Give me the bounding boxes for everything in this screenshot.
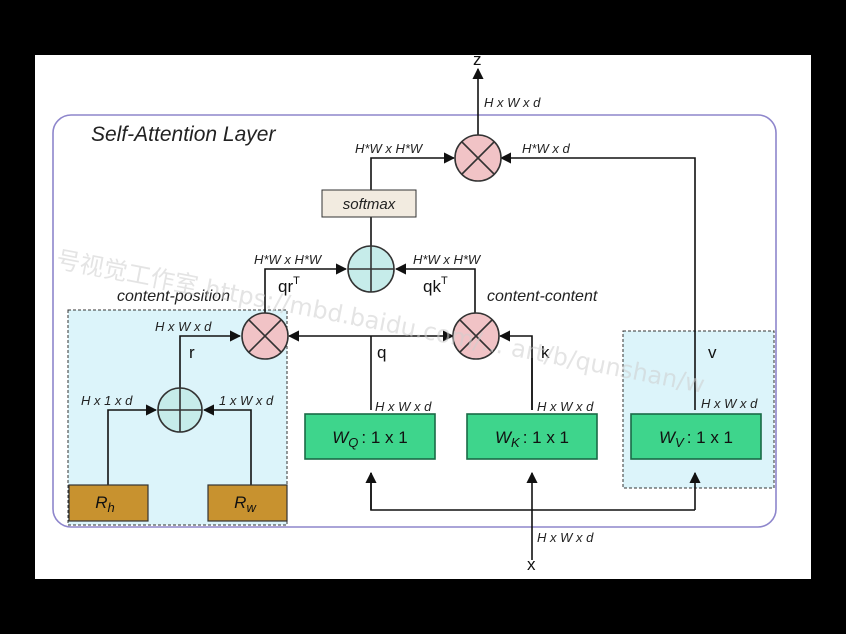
logits-add-op	[347, 245, 395, 293]
qk-transpose-label: qkT	[423, 275, 448, 296]
wq-label: WQ: 1 x 1	[332, 428, 407, 450]
content-content-label: content-content	[487, 288, 598, 305]
qk-dim-label: H*W x H*W	[413, 252, 482, 267]
rw-line	[202, 404, 252, 485]
k-label: k	[541, 343, 550, 362]
v-label: v	[708, 343, 717, 362]
wv-box	[630, 413, 762, 460]
z-dim-label: H x W x d	[484, 95, 541, 110]
qr-line	[264, 263, 348, 313]
x-dim-label: H x W x d	[537, 530, 594, 545]
rh-line	[107, 404, 158, 485]
layer-title: Self-Attention Layer	[91, 123, 276, 146]
figure-panel: Self-Attention Layer	[35, 55, 811, 579]
self-attention-diagram: Self-Attention Layer	[52, 55, 777, 574]
rh-box	[68, 484, 149, 522]
content-position-label: content-position	[117, 288, 230, 305]
z-label: z	[473, 55, 482, 69]
r-add-op	[157, 387, 203, 433]
softmax-box	[321, 189, 417, 218]
q-label: q	[377, 343, 386, 362]
wv-dim-label: H x W x d	[701, 396, 758, 411]
wk-dim-label: H x W x d	[537, 399, 594, 414]
qk-line	[394, 263, 476, 313]
x-label: x	[527, 555, 536, 574]
rw-dim-label: 1 x W x d	[219, 393, 274, 408]
softmax-dim-label: H*W x H*W	[355, 141, 424, 156]
v-line	[499, 152, 696, 410]
rh-dim-label: H x 1 x d	[81, 393, 133, 408]
qr-dim-label: H*W x H*W	[254, 252, 323, 267]
r-dim-label: H x W x d	[155, 319, 212, 334]
k-arrow-line	[498, 330, 533, 410]
qr-transpose-label: qrT	[278, 275, 300, 296]
output-multiply-op	[454, 134, 502, 182]
rw-box	[207, 484, 288, 522]
wk-box	[466, 413, 598, 460]
qk-multiply-op	[452, 312, 500, 360]
rw-label: Rw	[234, 493, 257, 515]
qr-multiply-op	[241, 312, 289, 360]
r-line	[179, 330, 242, 388]
rh-label: Rh	[95, 493, 115, 515]
r-label: r	[189, 343, 195, 362]
wk-label: WK: 1 x 1	[495, 428, 569, 450]
v-in-dim-label: H*W x d	[522, 141, 570, 156]
softmax-line	[370, 152, 456, 190]
softmax-label: softmax	[343, 196, 396, 213]
wv-label: WV: 1 x 1	[659, 428, 733, 450]
value-region	[622, 330, 775, 489]
wq-box	[304, 413, 436, 460]
wq-dim-label: H x W x d	[375, 399, 432, 414]
